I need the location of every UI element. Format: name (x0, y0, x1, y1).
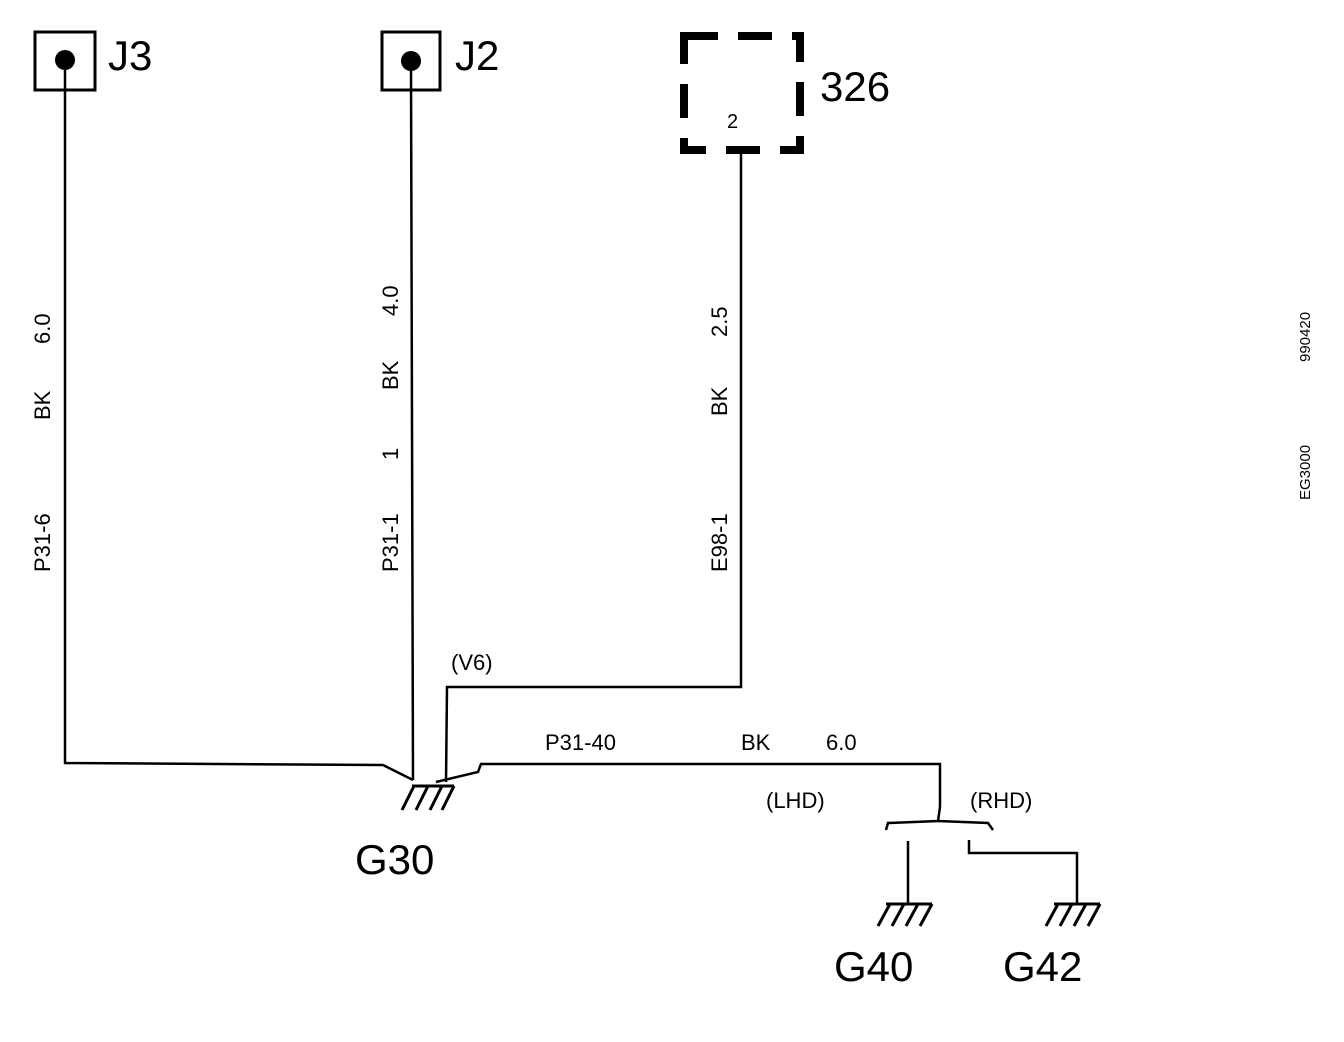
connector-j3-label: J3 (108, 32, 152, 79)
splice-bracket-left (884, 806, 942, 831)
ground-g30-hatch-3 (428, 785, 444, 811)
wire-e98-1-circuit: E98-1 (707, 513, 732, 572)
note-lhd: (LHD) (766, 788, 825, 813)
ground-g42-hatch-1 (1044, 903, 1060, 927)
ground-g40-hatch-1 (876, 903, 892, 927)
wire-p31-1-pin: 1 (378, 448, 403, 460)
ground-g42-hatch-3 (1072, 903, 1088, 927)
connector-j2: J2 (380, 30, 499, 92)
note-v6: (V6) (451, 650, 493, 675)
wire-e98-1-gauge: 2.5 (707, 306, 732, 337)
ground-g42-label: G42 (1003, 943, 1082, 990)
splice-bracket-right (937, 819, 995, 831)
wire-e98-1 (444, 152, 743, 783)
wire-p31-1-color: BK (378, 360, 403, 390)
side-code-1: 990420 (1297, 312, 1314, 362)
wire-p31-6-labels: P31-6 BK 6.0 (30, 313, 55, 572)
ground-g40-hatch-2 (890, 903, 906, 927)
wire-e98-1-labels: E98-1 BK 2.5 (707, 306, 732, 572)
ground-g42: G42 (1003, 902, 1102, 990)
wire-p31-6-circuit: P31-6 (30, 513, 55, 572)
connector-j2-label: J2 (455, 32, 499, 79)
ground-g40-hatch-4 (918, 903, 934, 927)
component-326-label: 326 (820, 63, 890, 110)
ground-g30-label: G30 (355, 836, 434, 883)
ground-g42-hatch-4 (1086, 903, 1102, 927)
wire-p31-40-circuit: P31-40 (545, 730, 616, 755)
wire-p31-6-gauge: 6.0 (30, 313, 55, 344)
wire-p31-40 (435, 762, 942, 807)
wire-p31-1-labels: P31-1 1 BK 4.0 (378, 285, 403, 572)
wire-p31-1 (409, 69, 415, 781)
ground-g40-hatch-3 (904, 903, 920, 927)
wire-p31-40-gauge: 6.0 (826, 730, 857, 755)
ground-g30-hatch-2 (414, 785, 430, 811)
ground-g42-hatch-2 (1058, 903, 1074, 927)
wire-rhd-to-g42 (967, 840, 1079, 904)
wire-p31-40-color: BK (741, 730, 771, 755)
ground-g40: G40 (834, 902, 934, 990)
ground-g40-label: G40 (834, 943, 913, 990)
component-326-pin: 2 (727, 111, 738, 133)
wire-p31-6-color: BK (30, 390, 55, 420)
connector-j3: J3 (33, 30, 152, 92)
wire-p31-40-labels: P31-40 BK 6.0 (545, 730, 857, 755)
note-rhd: (RHD) (970, 788, 1032, 813)
wire-p31-6 (63, 70, 414, 782)
wire-p31-1-gauge: 4.0 (378, 285, 403, 316)
wire-p31-1-circuit: P31-1 (378, 513, 403, 572)
side-code-2: EG3000 (1297, 445, 1314, 500)
ground-g30-hatch-1 (400, 785, 416, 811)
ground-g30: G30 (355, 784, 456, 883)
ground-g30-hatch-4 (440, 785, 456, 811)
component-326-box (680, 32, 804, 154)
connector-j2-pin (401, 51, 421, 71)
component-326: 2 326 (680, 32, 890, 154)
connector-j3-pin (55, 50, 75, 70)
wire-e98-1-color: BK (707, 386, 732, 416)
